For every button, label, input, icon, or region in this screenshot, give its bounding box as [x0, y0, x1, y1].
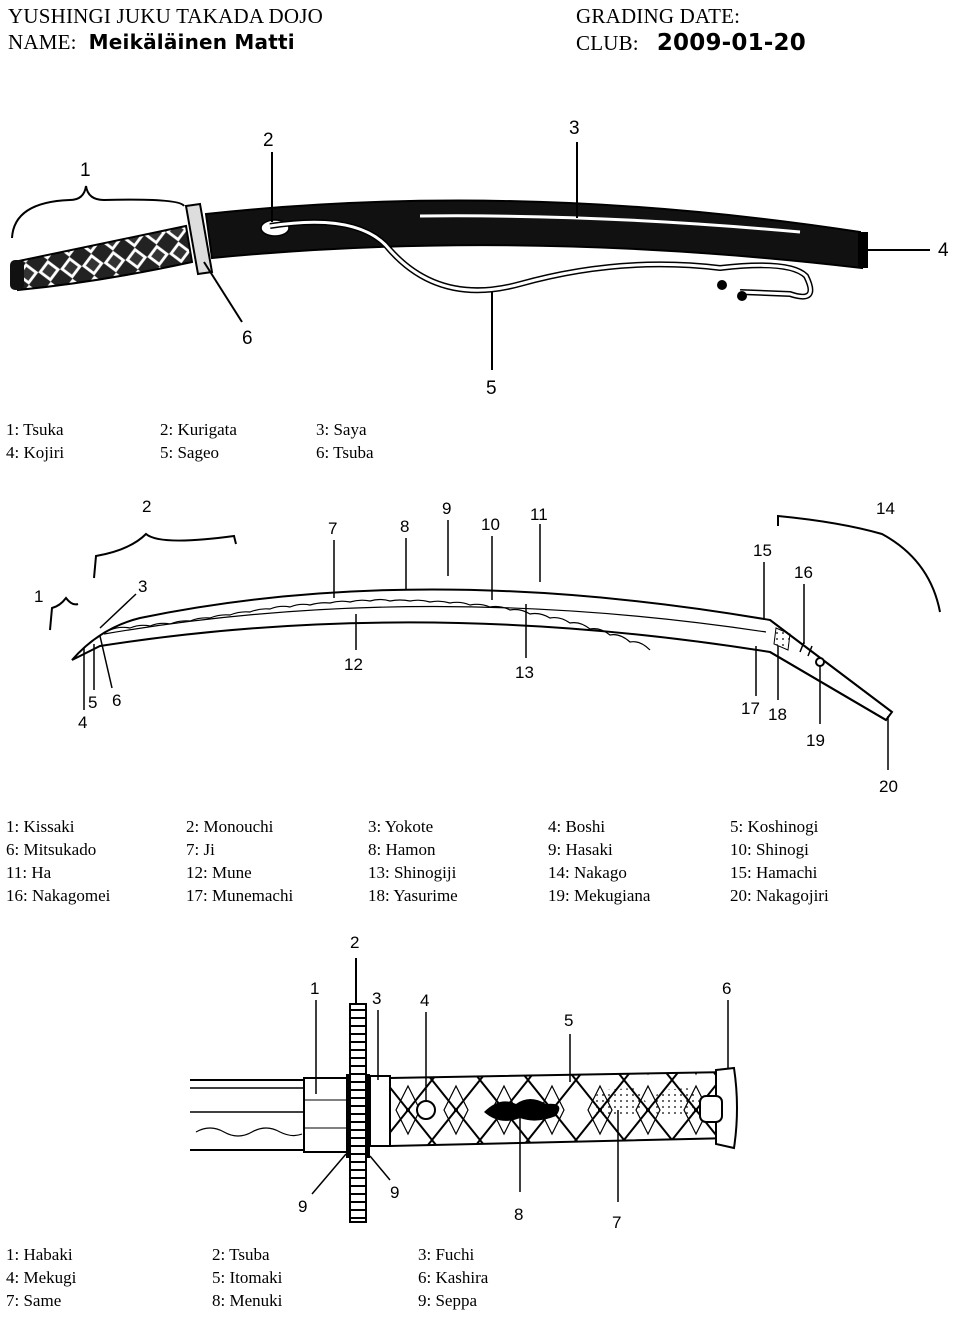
legend2-item: 4: Boshi	[548, 817, 606, 836]
d2-callout-14: 14	[876, 499, 895, 518]
d2-callout-3: 3	[138, 577, 147, 596]
d2-callout-20: 20	[879, 777, 898, 796]
d2-callout-9: 9	[442, 499, 451, 518]
legend1-item: 4: Kojiri	[6, 443, 65, 462]
d3-callout-5: 5	[564, 1011, 573, 1030]
legend1-item: 6: Tsuba	[316, 443, 374, 462]
legend2-item: 18: Yasurime	[368, 886, 458, 905]
legend2-item: 19: Mekugiana	[548, 886, 651, 905]
legend3-item: 9: Seppa	[418, 1291, 478, 1310]
legend3-item: 1: Habaki	[6, 1245, 73, 1264]
legend2-item: 2: Monouchi	[186, 817, 274, 836]
d1-callout-3: 3	[569, 118, 580, 139]
d2-callout-12: 12	[344, 655, 363, 674]
legend2-item: 10: Shinogi	[730, 840, 809, 859]
blade-drawing	[71, 588, 894, 722]
dojo-name: YUSHINGI JUKU TAKADA DOJO	[8, 4, 324, 28]
tsuba-drawing	[184, 202, 214, 276]
d2-callout-19: 19	[806, 731, 825, 750]
diagram-blade: 1 2 3 4 5 6 7 8 9 10 11 12 13 14 15 16 1…	[34, 497, 941, 796]
legend3-item: 7: Same	[6, 1291, 62, 1310]
legend2-item: 9: Hasaki	[548, 840, 613, 859]
legend1-item: 2: Kurigata	[160, 420, 237, 439]
d2-callout-2: 2	[142, 497, 151, 516]
legend2-item: 11: Ha	[6, 863, 52, 882]
habaki-drawing	[303, 1077, 349, 1153]
grading-date-label: GRADING DATE:	[576, 4, 741, 28]
legend1-item: 3: Saya	[316, 420, 367, 439]
d3-callout-3: 3	[372, 989, 381, 1008]
d2-callout-13: 13	[515, 663, 534, 682]
d3-callout-1: 1	[310, 979, 319, 998]
legend2-item: 12: Mune	[186, 863, 252, 882]
club-value: 2009-01-20	[656, 30, 806, 56]
legend2-item: 5: Koshinogi	[730, 817, 819, 836]
d1-callout-4: 4	[938, 240, 949, 261]
saya-drawing	[204, 199, 864, 270]
d2-callout-6: 6	[112, 691, 121, 710]
d2-callout-18: 18	[768, 705, 787, 724]
legend1-item: 1: Tsuka	[6, 420, 64, 439]
d1-callout-5: 5	[486, 378, 497, 399]
diagram-sheathed-sword: 1 2 3 4 5 6	[10, 118, 949, 399]
hamon-line	[109, 598, 651, 651]
legend3-item: 5: Itomaki	[212, 1268, 283, 1287]
d2-callout-10: 10	[481, 515, 500, 534]
d3-callout-8: 8	[514, 1205, 523, 1224]
d3-callout-7: 7	[612, 1213, 621, 1232]
yasurime-drawing	[773, 627, 791, 651]
legend3-item: 4: Mekugi	[6, 1268, 77, 1287]
club-row: CLUB: 2009-01-20	[576, 30, 806, 56]
d2-callout-1: 1	[34, 587, 43, 606]
legend2-item: 6: Mitsukado	[6, 840, 97, 859]
d2-callout-7: 7	[328, 519, 337, 538]
name-row: NAME: Meikäläinen Matti	[8, 30, 295, 55]
d3-callout-4: 4	[420, 991, 429, 1010]
d2-callout-8: 8	[400, 517, 409, 536]
legend2-item: 16: Nakagomei	[6, 886, 111, 905]
legend1-item: 5: Sageo	[160, 443, 220, 462]
d1-callout-2: 2	[263, 130, 274, 151]
legend2-item: 17: Munemachi	[186, 886, 294, 905]
d2-callout-5: 5	[88, 693, 97, 712]
legend3-item: 2: Tsuba	[212, 1245, 270, 1264]
menuki-drawing	[484, 1099, 560, 1121]
d2-callout-16: 16	[794, 563, 813, 582]
d3-callout-2: 2	[350, 933, 359, 952]
d1-callout-6: 6	[242, 328, 253, 349]
legend3-item: 3: Fuchi	[418, 1245, 475, 1264]
d1-callout-1: 1	[80, 160, 91, 181]
name-label: NAME:	[8, 30, 77, 54]
legend2-item: 13: Shinogiji	[368, 863, 457, 882]
diagram-handle-detail: 1 2 3 4 5 6 7 8 9 9	[190, 933, 738, 1232]
legend2-item: 7: Ji	[186, 840, 215, 859]
d3-callout-6: 6	[722, 979, 731, 998]
shinogi-line	[103, 605, 767, 635]
legend2-item: 8: Hamon	[368, 840, 436, 859]
club-label: CLUB:	[576, 31, 639, 55]
kojiri-drawing	[858, 232, 868, 268]
legend3-item: 8: Menuki	[212, 1291, 283, 1310]
legend2-item: 20: Nakagojiri	[730, 886, 829, 905]
legend3-item: 6: Kashira	[418, 1268, 489, 1287]
d2-callout-15: 15	[753, 541, 772, 560]
fuchi-drawing	[369, 1075, 391, 1147]
name-value: Meikäläinen Matti	[88, 30, 295, 54]
mekugiana-drawing	[815, 657, 825, 667]
legend2-item: 14: Nakago	[548, 863, 627, 882]
tsuka-handle-drawing	[10, 224, 194, 292]
legend2-item: 1: Kissaki	[6, 817, 75, 836]
d2-callout-11: 11	[530, 505, 548, 524]
d3-callout-9b: 9	[390, 1183, 399, 1202]
kashira-drawing	[715, 1066, 738, 1150]
d2-callout-17: 17	[741, 699, 760, 718]
d2-callout-4: 4	[78, 713, 87, 732]
d3-callout-9a: 9	[298, 1197, 307, 1216]
legend2-item: 15: Hamachi	[730, 863, 818, 882]
legend2-item: 3: Yokote	[368, 817, 434, 836]
mekugi-drawing	[416, 1100, 436, 1120]
